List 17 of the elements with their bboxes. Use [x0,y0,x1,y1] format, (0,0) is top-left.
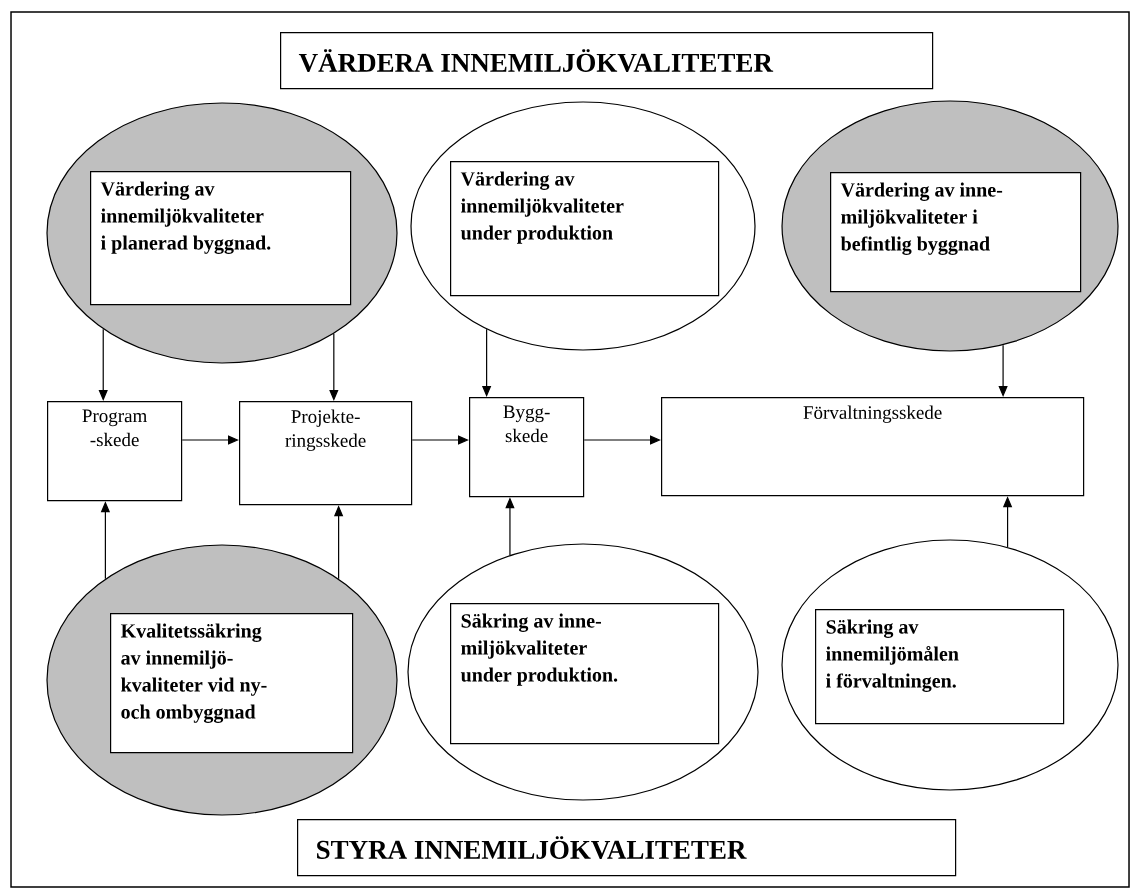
arrow [583,435,661,445]
arrow [98,328,108,401]
title-box: STYRA INNEMILJÖKVALITETER [297,819,957,877]
title-box: VÄRDERA INNEMILJÖKVALITETER [280,32,934,90]
stage-box: Projekte- ringsskede [239,401,413,506]
arrow [998,344,1008,397]
stage-box: Förvaltningsskede [661,397,1085,497]
arrow [329,333,339,401]
text-box: Värdering av inne- miljökvaliteter i befintlig byggnad [830,172,1082,293]
text-box: Värdering av innemiljökvaliteter under produktion [450,161,720,297]
text-box: Värdering av innemiljökvaliteter i planerad byggnad. [90,171,352,306]
text-box: Säkring av innemiljömålen i förvaltningen. [815,609,1065,725]
arrow [411,435,469,445]
text-box: Kvalitetssäkring av innemiljö- kvaliteter vid ny- och ombyggnad [110,613,354,754]
stage-box: Bygg- skede [469,397,585,498]
text-box: Säkring av inne- miljökvaliteter under produktion. [450,603,720,745]
stage-box: Program -skede [47,401,183,502]
